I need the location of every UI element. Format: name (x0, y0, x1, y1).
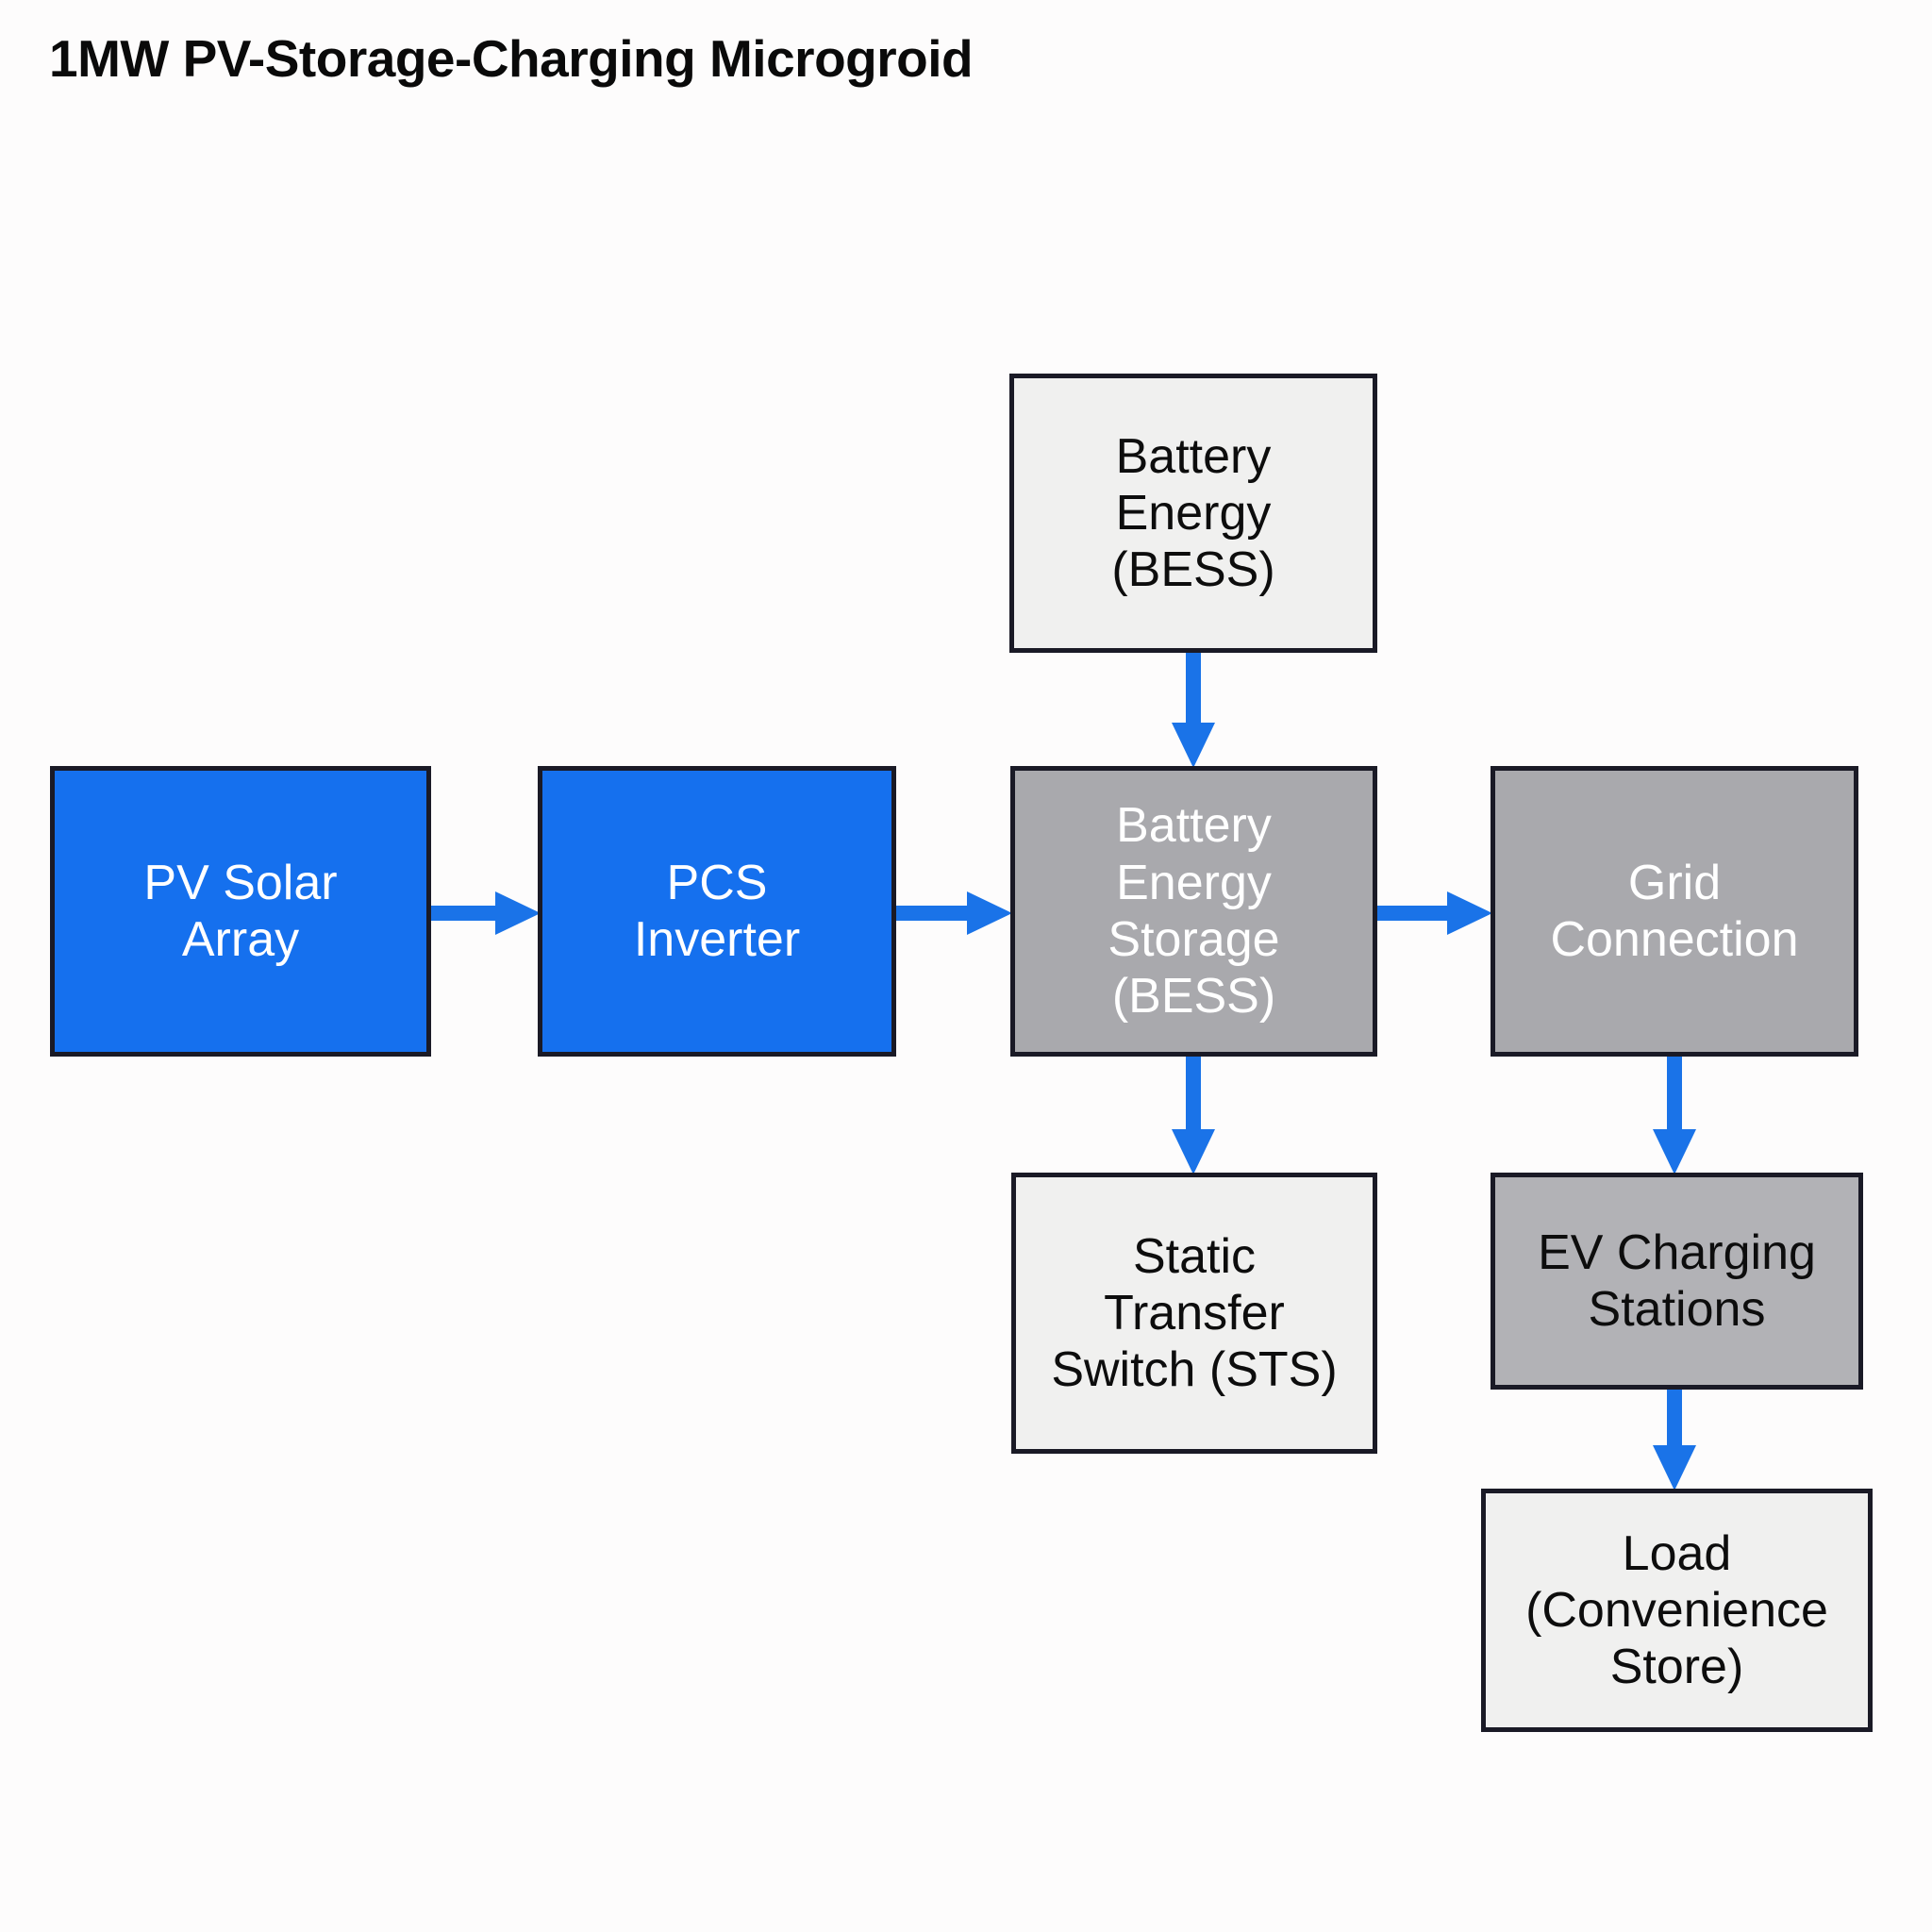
arrow-grid-to-ev (1653, 1055, 1696, 1174)
arrow-ev-to-load (1653, 1388, 1696, 1491)
arrow-bess-to-sts (1172, 1055, 1215, 1174)
arrow-pcs-to-bess (894, 891, 1012, 935)
arrow-bess-top-to-bess (1172, 651, 1215, 768)
arrow-bess-to-grid (1375, 891, 1492, 935)
arrow-pv-to-pcs (429, 891, 541, 935)
page-title: 1MW PV-Storage-Charging Microgroid (49, 29, 974, 88)
